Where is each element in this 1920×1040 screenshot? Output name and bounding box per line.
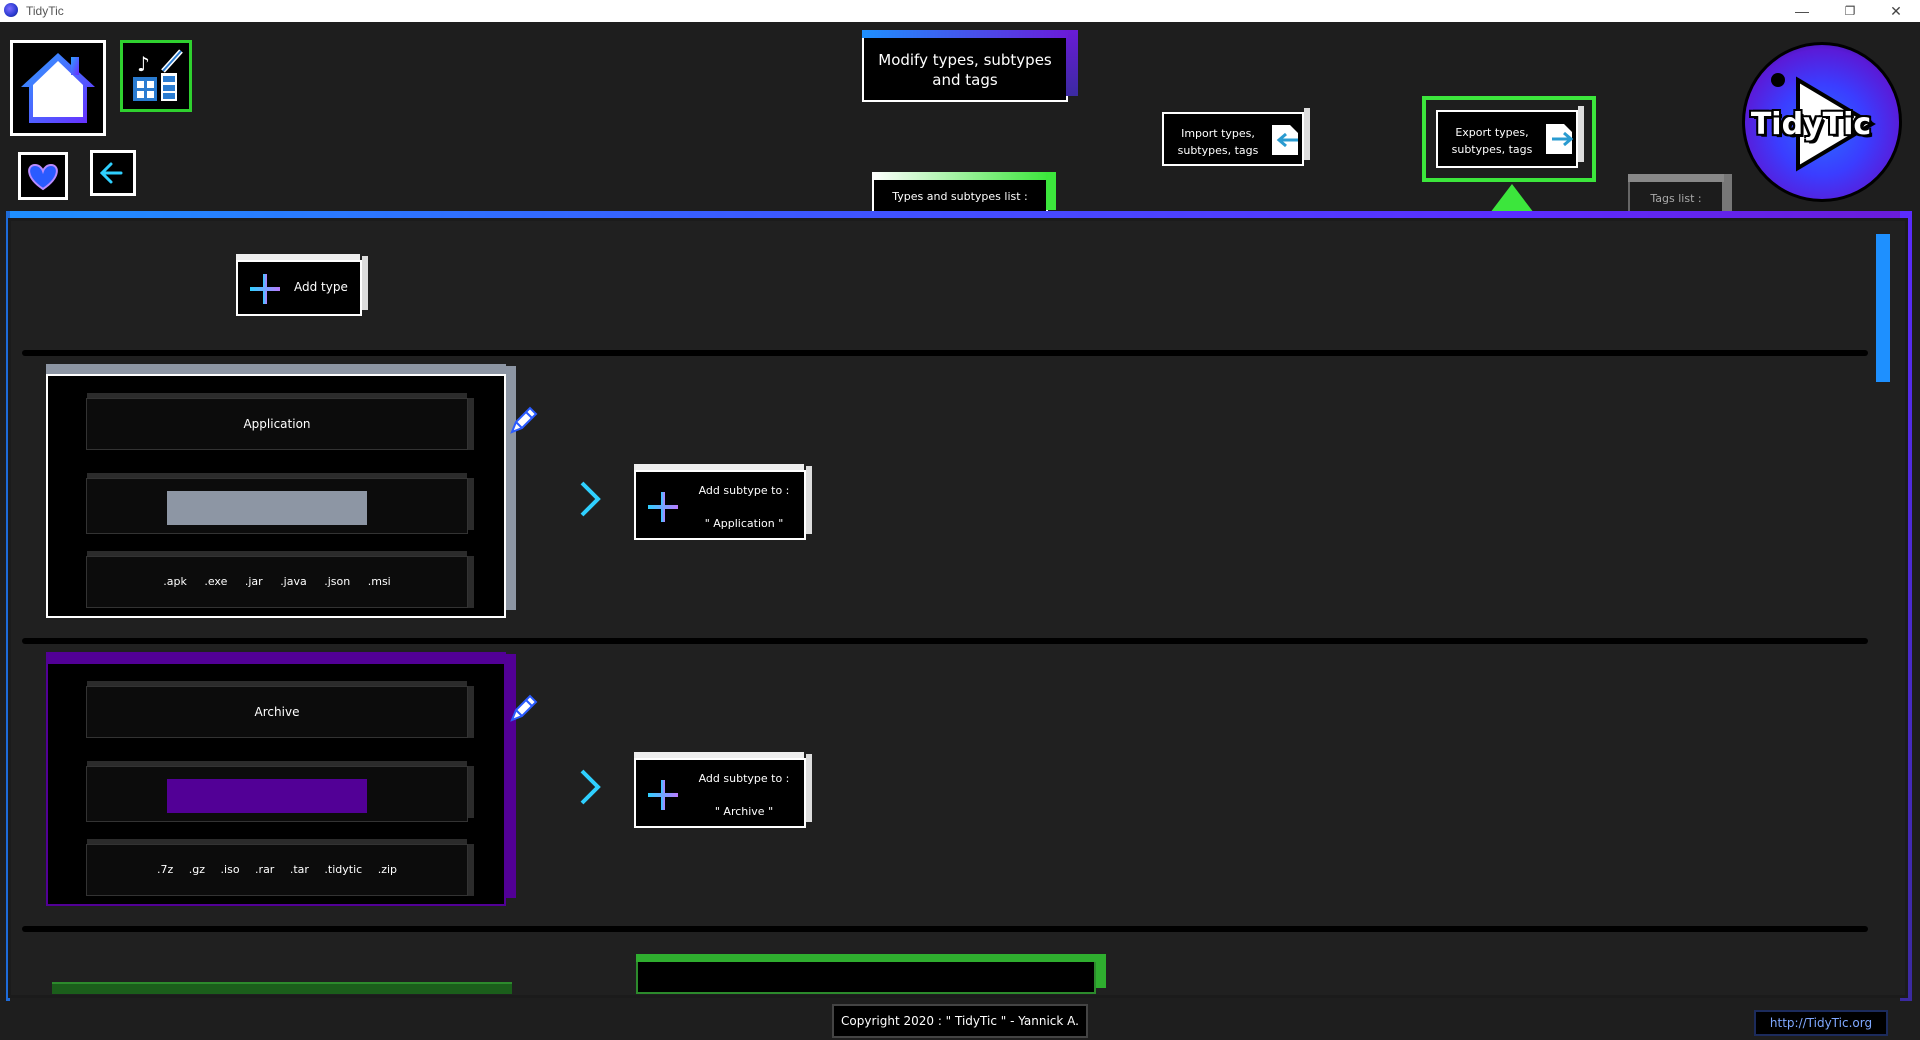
media-edit-icon: ♪: [133, 49, 183, 101]
home-icon: [21, 53, 95, 123]
page-title: Modify types, subtypes and tags: [862, 30, 1078, 102]
chevron-right-icon: [580, 481, 601, 517]
extension: .json: [324, 575, 351, 588]
close-button[interactable]: ✕: [1890, 3, 1902, 19]
export-button[interactable]: Export types, subtypes, tags: [1436, 106, 1584, 168]
add-subtype-button-application[interactable]: Add subtype to : " Application ": [634, 464, 812, 540]
plus-icon: [250, 274, 280, 304]
extension: .tar: [289, 863, 309, 876]
type-name-field[interactable]: Archive: [86, 681, 474, 738]
type-extensions-field[interactable]: .7z .gz .iso .rar .tar .tidytic .zip: [86, 839, 474, 896]
window-titlebar: TidyTic — ❐ ✕: [0, 0, 1920, 22]
website-link[interactable]: http://TidyTic.org: [1754, 1010, 1888, 1036]
extension: .jar: [244, 575, 263, 588]
restore-button[interactable]: ❐: [1844, 4, 1856, 18]
type-color-field[interactable]: [86, 761, 474, 822]
export-highlight-frame: [1422, 96, 1596, 182]
extension: .tidytic: [324, 863, 363, 876]
export-label-line1: Export types,: [1455, 126, 1529, 139]
type-color-swatch: [167, 491, 367, 525]
type-card-archive: Archive .7z .gz .iso .rar .tar .tidytic …: [46, 652, 516, 906]
separator: [22, 638, 1868, 644]
extension: .apk: [163, 575, 187, 588]
back-button[interactable]: [90, 150, 136, 196]
tidytic-logo: TidyTic: [1742, 42, 1902, 202]
svg-text:♪: ♪: [137, 52, 150, 76]
subtype-card-partial: [636, 954, 1106, 994]
app-icon: [4, 3, 18, 17]
heart-icon: [28, 163, 58, 191]
extension: .exe: [204, 575, 228, 588]
chevron-right-icon: [580, 769, 601, 805]
type-name-field[interactable]: Application: [86, 393, 474, 450]
tab-types-label: Types and subtypes list :: [892, 190, 1028, 203]
add-subtype-label: Add subtype to :: [698, 484, 790, 497]
separator: [22, 926, 1868, 932]
extension: .msi: [367, 575, 391, 588]
page-title-line2: and tags: [932, 71, 998, 89]
import-label-line1: Import types,: [1181, 127, 1255, 140]
type-name: Application: [243, 417, 311, 431]
page-title-line1: Modify types, subtypes: [878, 51, 1052, 69]
logo-text: TidyTic: [1750, 107, 1872, 142]
window-title: TidyTic: [26, 4, 64, 18]
add-subtype-button-archive[interactable]: Add subtype to : " Archive ": [634, 752, 812, 828]
export-icon: [1546, 124, 1574, 154]
type-color-field[interactable]: [86, 473, 474, 534]
add-subtype-label: Add subtype to :: [698, 772, 790, 785]
plus-icon: [648, 492, 678, 522]
import-label-line2: subtypes, tags: [1177, 144, 1259, 157]
type-name: Archive: [254, 705, 300, 719]
extension: .rar: [255, 863, 275, 876]
favorites-button[interactable]: [18, 152, 68, 200]
edit-pencil-icon[interactable]: [508, 692, 540, 724]
tab-tags-label: Tags list :: [1650, 192, 1702, 205]
extension: .gz: [188, 863, 206, 876]
edit-pencil-icon[interactable]: [508, 404, 540, 436]
logo-arrow-icon: [1771, 73, 1876, 172]
extension: .iso: [220, 863, 240, 876]
tab-types-subtypes[interactable]: Types and subtypes list :: [872, 172, 1056, 216]
home-button[interactable]: [10, 40, 106, 136]
export-label-line2: subtypes, tags: [1451, 143, 1533, 156]
minimize-button[interactable]: —: [1795, 3, 1809, 19]
add-type-button[interactable]: Add type: [236, 254, 368, 316]
add-type-label: Add type: [294, 280, 348, 294]
media-editor-button[interactable]: ♪: [120, 40, 192, 112]
type-card-application: Application .apk .exe .jar .java .json .…: [46, 364, 516, 618]
add-subtype-target: " Application ": [704, 517, 784, 530]
panel-scrollbar[interactable]: [1876, 234, 1890, 382]
type-extensions: .7z .gz .iso .rar .tar .tidytic .zip: [87, 845, 467, 895]
extension: .zip: [377, 863, 398, 876]
arrow-left-icon: [99, 162, 123, 184]
type-color-swatch: [167, 779, 367, 813]
separator: [22, 350, 1868, 356]
type-extensions: .apk .exe .jar .java .json .msi: [87, 557, 467, 607]
copyright-text: Copyright 2020 : " TidyTic " - Yannick A…: [832, 1004, 1088, 1038]
extension: .java: [280, 575, 307, 588]
add-subtype-target: " Archive ": [714, 805, 774, 818]
extension: .7z: [156, 863, 174, 876]
import-icon: [1272, 125, 1298, 155]
type-extensions-field[interactable]: .apk .exe .jar .java .json .msi: [86, 551, 474, 608]
import-button[interactable]: Import types, subtypes, tags: [1162, 108, 1310, 166]
panel-top-border: [6, 211, 1908, 220]
plus-icon: [648, 780, 678, 810]
type-card-next-partial: [52, 982, 512, 994]
